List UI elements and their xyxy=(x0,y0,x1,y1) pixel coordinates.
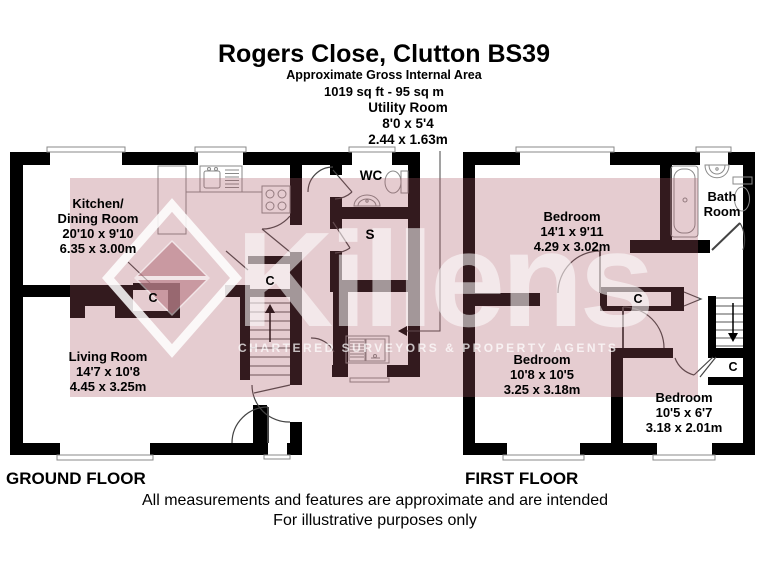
bedroom3-name: Bedroom xyxy=(655,390,713,405)
corridor-door xyxy=(307,166,334,193)
bedroom2-door xyxy=(622,306,665,349)
bedroom1-dims-ft: 14'1 x 9'11 xyxy=(540,224,604,239)
bedroom3-door xyxy=(674,356,714,376)
room-label-bedroom2: Bedroom 10'8 x 10'5 3.25 x 3.18m xyxy=(504,352,581,397)
cupboard-label-ff2: C xyxy=(728,360,738,374)
page-subtitle: Approximate Gross Internal Area xyxy=(286,68,482,82)
room-label-store: S xyxy=(365,227,375,242)
ff-cupboard-door xyxy=(683,291,703,307)
ff-cupboard-interior xyxy=(607,292,671,306)
bedroom1-name: Bedroom xyxy=(543,209,601,224)
utility-room-callout-name: Utility Room xyxy=(368,100,448,115)
wc-fixtures xyxy=(353,170,409,207)
room-label-kitchen: Kitchen/ Dining Room 20'10 x 9'10 6.35 x… xyxy=(58,196,139,256)
store-door xyxy=(332,221,351,254)
basin-icon xyxy=(704,164,730,179)
kitchen-sink-icon xyxy=(199,165,243,193)
living-dims-ft: 14'7 x 10'8 xyxy=(75,364,141,379)
utility-sink-icon xyxy=(365,338,386,362)
room-label-bedroom1: Bedroom 14'1 x 9'11 4.29 x 3.02m xyxy=(534,209,611,254)
first-floor-plan xyxy=(463,146,755,461)
living-room-door xyxy=(251,384,291,423)
cupboard-label-ff1: C xyxy=(633,292,643,306)
washbasin-icon xyxy=(353,194,381,207)
utility-room-dims-ft: 8'0 x 5'4 xyxy=(382,116,434,131)
kitchen-dims-m: 6.35 x 3.00m xyxy=(59,241,137,256)
bathtub-icon xyxy=(670,165,699,238)
kitchen-hall-door xyxy=(261,215,291,253)
kitchen-dims-ft: 20'10 x 9'10 xyxy=(62,226,134,241)
stairs-up-arrow-icon xyxy=(265,304,275,342)
wc-door xyxy=(332,169,353,200)
ground-floor-plan xyxy=(10,146,420,461)
washing-machine-icon xyxy=(348,338,366,362)
disclaimer-line2: For illustrative purposes only xyxy=(273,512,477,529)
kitchen-name-line1: Kitchen/ xyxy=(72,196,124,211)
ff-stairs-cupboard-door xyxy=(699,356,717,378)
ground-floor-caption: GROUND FLOOR xyxy=(6,469,146,488)
disclaimer-line1: All measurements and features are approx… xyxy=(141,492,609,509)
bedroom1-door xyxy=(557,250,601,294)
gross-internal-area: 1019 sq ft - 95 sq m xyxy=(324,84,444,99)
ff-staircase xyxy=(716,297,743,347)
bathroom-fixtures xyxy=(670,164,753,238)
living-dims-m: 4.45 x 3.25m xyxy=(69,379,147,394)
gf-window-sills xyxy=(46,146,396,461)
front-door xyxy=(231,406,269,444)
utility-door xyxy=(310,337,335,353)
ff-window-sills xyxy=(502,146,732,461)
stairs-down-arrow-icon xyxy=(728,303,738,342)
room-label-wc: WC xyxy=(359,168,383,183)
first-floor-caption: FIRST FLOOR xyxy=(465,469,579,488)
bathroom-name-line1: Bath xyxy=(707,189,737,204)
room-label-living: Living Room 14'7 x 10'8 4.45 x 3.25m xyxy=(69,349,148,394)
room-label-bathroom: Bath Room xyxy=(704,189,741,219)
leader-arrow-icon xyxy=(398,326,407,336)
utility-room-dims-m: 2.44 x 1.63m xyxy=(368,132,448,147)
page-title: Rogers Close, Clutton BS39 xyxy=(218,40,550,68)
callout-leader-line xyxy=(398,151,441,336)
bedroom2-name: Bedroom xyxy=(513,352,571,367)
toilet-ff-icon xyxy=(732,176,753,212)
bathroom-name-line2: Room xyxy=(703,204,741,219)
cupboard-label-gf1: C xyxy=(148,291,158,305)
kitchen-name-line2: Dining Room xyxy=(57,211,139,226)
gf-walls xyxy=(10,152,420,455)
bedroom3-dims-m: 3.18 x 2.01m xyxy=(645,420,723,435)
bedroom3-dims-ft: 10'5 x 6'7 xyxy=(655,405,713,420)
utility-counter xyxy=(345,335,390,364)
bedroom2-dims-m: 3.25 x 3.18m xyxy=(503,382,581,397)
toilet-icon xyxy=(384,170,409,194)
ff-doors xyxy=(557,222,746,378)
bedroom1-dims-m: 4.29 x 3.02m xyxy=(533,239,611,254)
living-name: Living Room xyxy=(68,349,148,364)
bedroom2-dims-ft: 10'8 x 10'5 xyxy=(509,367,575,382)
utility-fixtures xyxy=(345,335,390,364)
cupboard-label-gf2: C xyxy=(265,274,275,288)
bathroom-door xyxy=(711,222,746,251)
room-label-bedroom3: Bedroom 10'5 x 6'7 3.18 x 2.01m xyxy=(646,390,723,435)
hob-icon xyxy=(261,185,291,214)
